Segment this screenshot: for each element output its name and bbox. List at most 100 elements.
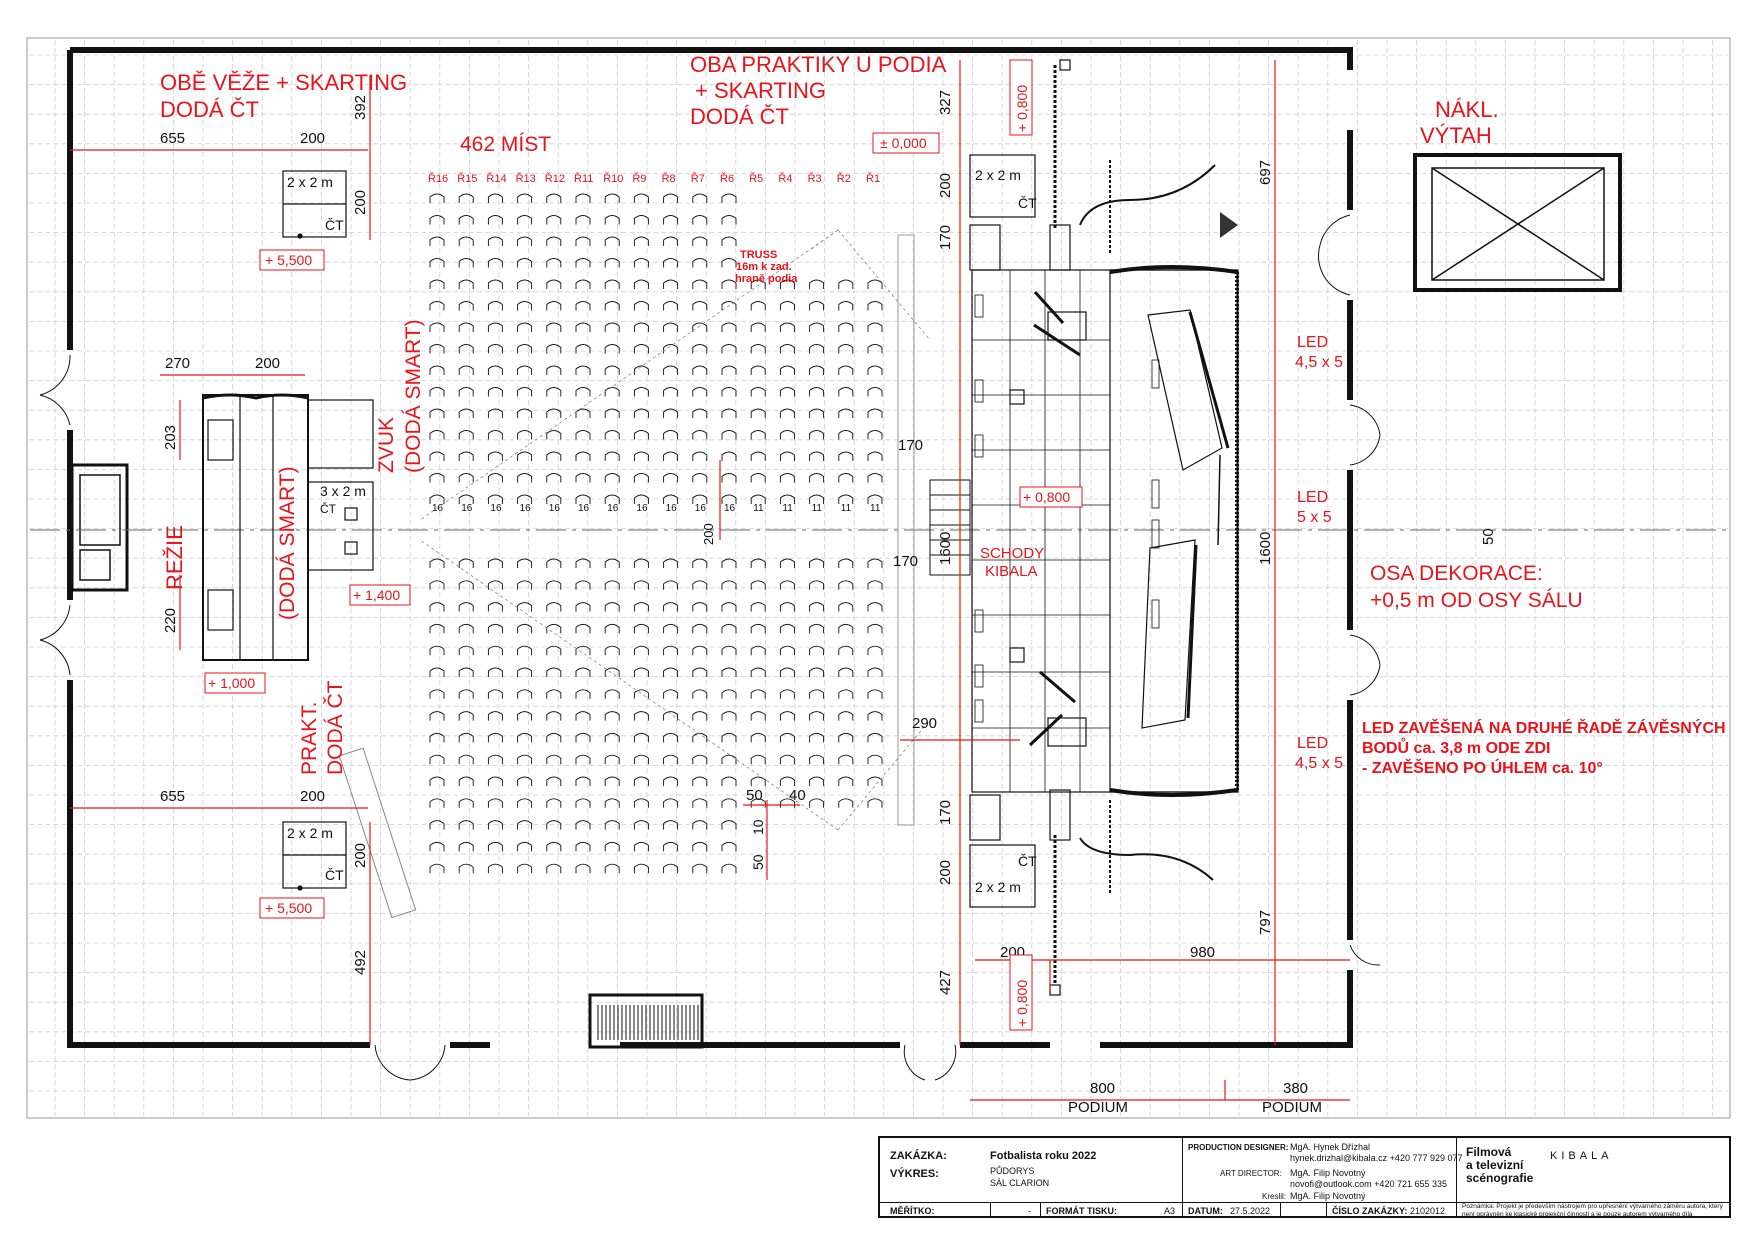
row-label: Ř7 xyxy=(691,172,705,185)
seat xyxy=(604,645,620,656)
dim-200-side-top: 200 xyxy=(937,173,954,198)
row-label: Ř16 xyxy=(428,172,448,185)
row-count: 16 xyxy=(666,503,678,514)
row-count: 11 xyxy=(841,503,852,514)
seat xyxy=(692,841,708,852)
seat xyxy=(750,602,766,612)
seat xyxy=(692,301,708,311)
seat xyxy=(487,776,503,786)
seat xyxy=(458,798,474,808)
seat xyxy=(721,667,737,677)
seat xyxy=(663,711,679,721)
pd-name: MgA. Hynek Dřízhal xyxy=(1290,1142,1371,1152)
seat xyxy=(429,863,445,874)
led-bot-2: 4,5 x 5 xyxy=(1295,755,1343,772)
seat xyxy=(546,820,562,830)
seat xyxy=(633,322,649,332)
seat xyxy=(604,580,620,590)
seat xyxy=(663,193,679,203)
seat xyxy=(604,301,620,311)
seat xyxy=(633,430,649,440)
seat xyxy=(750,322,766,332)
seat xyxy=(809,322,825,332)
seat xyxy=(779,322,795,332)
seat xyxy=(721,820,737,830)
seat xyxy=(663,820,679,830)
seat xyxy=(546,301,562,311)
seat xyxy=(721,344,737,354)
pd-label: PRODUCTION DESIGNER: xyxy=(1188,1143,1289,1152)
row-count: 11 xyxy=(812,503,823,514)
side-platforms xyxy=(969,59,1111,996)
seat xyxy=(517,193,533,203)
seat xyxy=(546,667,562,677)
stage-fixture xyxy=(974,609,984,633)
seat xyxy=(721,798,737,808)
seat xyxy=(604,558,620,568)
seat xyxy=(838,732,854,743)
seat xyxy=(721,279,737,289)
seat xyxy=(429,841,445,852)
seat xyxy=(487,494,503,504)
seat xyxy=(692,344,708,354)
seat xyxy=(721,711,737,721)
seat xyxy=(838,430,854,440)
seat xyxy=(633,711,649,721)
seat xyxy=(458,430,474,440)
seat xyxy=(721,863,737,874)
zakazka-value: Fotbalista roku 2022 xyxy=(990,1150,1097,1162)
seat xyxy=(633,193,649,203)
seat xyxy=(721,841,737,852)
dim-200-tower-top: 200 xyxy=(352,190,369,215)
vykres-value-2: SÁL CLARION xyxy=(990,1178,1050,1188)
seat xyxy=(575,754,591,765)
level-zero: ± 0,000 xyxy=(880,135,927,151)
seat xyxy=(429,711,445,721)
seat xyxy=(546,841,562,852)
seat xyxy=(604,451,620,461)
dim-200-side-bottom: 200 xyxy=(937,860,954,885)
seat xyxy=(692,645,708,656)
seat xyxy=(809,754,825,765)
seat xyxy=(867,667,883,677)
seat xyxy=(867,494,883,504)
control-supplier: (DODÁ SMART) xyxy=(276,466,299,620)
dim-327: 327 xyxy=(937,90,954,115)
seat xyxy=(429,279,445,289)
seat xyxy=(692,322,708,332)
seat xyxy=(429,430,445,440)
lift-cabin xyxy=(1431,167,1605,281)
seat xyxy=(692,408,708,418)
seat xyxy=(546,558,562,568)
seat xyxy=(487,602,503,612)
seat xyxy=(429,689,445,699)
seat xyxy=(575,689,591,699)
seat xyxy=(721,645,737,656)
seat xyxy=(692,215,708,225)
seat xyxy=(575,711,591,721)
platform-size-rt: 2 x 2 m xyxy=(975,167,1021,183)
seat xyxy=(546,776,562,786)
row-label: Ř5 xyxy=(749,172,763,185)
seat xyxy=(663,387,679,397)
dim-170-mid: 170 xyxy=(898,437,923,454)
row-count: 16 xyxy=(724,503,736,514)
seat xyxy=(604,215,620,225)
seat xyxy=(575,820,591,830)
seat xyxy=(867,322,883,332)
seat xyxy=(779,667,795,677)
dim-200-ctrl: 200 xyxy=(255,355,280,372)
seat xyxy=(809,580,825,590)
seat xyxy=(633,236,649,246)
camera-tower-top xyxy=(282,170,347,239)
seat xyxy=(779,473,795,483)
led-mid-1: LED xyxy=(1297,489,1328,506)
seat xyxy=(663,430,679,440)
seat xyxy=(633,667,649,677)
stage-fixture xyxy=(974,379,984,403)
seat xyxy=(633,473,649,483)
dim-980: 980 xyxy=(1190,944,1215,961)
lift-label-2: VÝTAH xyxy=(1420,123,1492,148)
seat xyxy=(604,408,620,418)
seat xyxy=(458,711,474,721)
